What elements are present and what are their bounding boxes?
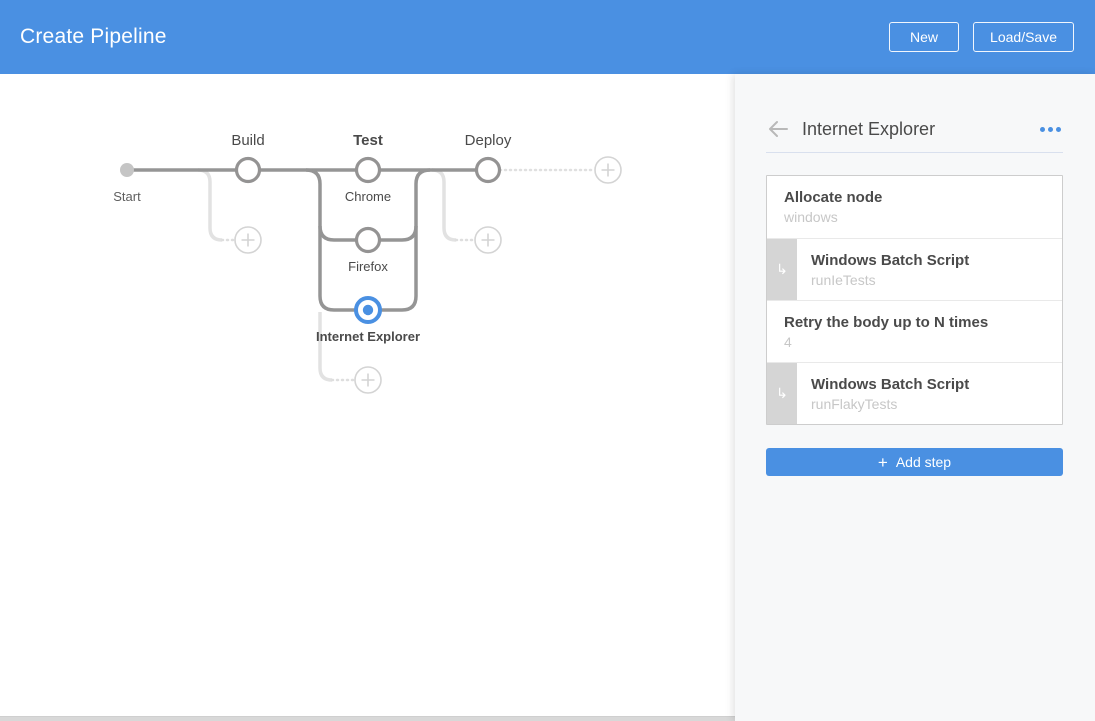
step-row-allocate-node[interactable]: Allocate node windows — [767, 176, 1062, 238]
steps-list: Allocate node windows ↳ Windows Batch Sc… — [766, 175, 1063, 425]
add-parallel-build-button[interactable] — [234, 226, 262, 254]
stage-label-build: Build — [231, 132, 264, 149]
pipeline-graph: Start Build Test Deploy Chrome Firefox I… — [113, 132, 622, 394]
step-title: Retry the body up to N times — [784, 314, 989, 331]
add-step-label: Add step — [895, 454, 952, 470]
connector-add-parallel-test — [318, 312, 333, 382]
connector-add-parallel-deploy — [431, 168, 457, 242]
horizontal-scrollbar[interactable] — [0, 716, 735, 721]
stage-node-build[interactable] — [234, 156, 262, 184]
stage-node-deploy[interactable] — [474, 156, 502, 184]
more-menu-icon — [1048, 126, 1053, 132]
load-save-button[interactable]: Load/Save — [973, 22, 1074, 52]
more-menu-button[interactable] — [1038, 118, 1063, 140]
plus-icon — [481, 233, 495, 247]
more-menu-icon — [1040, 126, 1045, 132]
stage-label-deploy: Deploy — [465, 132, 512, 149]
new-button[interactable]: New — [889, 22, 960, 52]
branch-node-chrome[interactable] — [354, 156, 382, 184]
add-parallel-deploy-button[interactable] — [474, 226, 502, 254]
plus-icon — [361, 373, 375, 387]
start-node — [120, 163, 134, 177]
plus-icon: + — [877, 452, 888, 472]
nested-arrow-icon: ↳ — [776, 385, 788, 401]
step-subtitle: windows — [784, 209, 838, 225]
branch-label-firefox: Firefox — [348, 259, 388, 274]
step-row-retry[interactable]: Retry the body up to N times 4 — [767, 300, 1062, 362]
plus-icon — [241, 233, 255, 247]
add-stage-button[interactable] — [594, 156, 622, 184]
add-parallel-test-button[interactable] — [354, 366, 382, 394]
branch-node-internet-explorer-selected[interactable] — [354, 296, 382, 324]
more-menu-icon — [1056, 126, 1061, 132]
step-subtitle: runFlakyTests — [811, 396, 898, 412]
step-title: Windows Batch Script — [811, 376, 970, 393]
branch-label-internet-explorer: Internet Explorer — [316, 329, 420, 344]
branch-label-chrome: Chrome — [345, 189, 391, 204]
step-row-windows-batch-script-1[interactable]: ↳ Windows Batch Script runIeTests — [767, 238, 1062, 300]
pipeline-editor-canvas: Start Build Test Deploy Chrome Firefox I… — [0, 74, 735, 721]
step-title: Allocate node — [784, 189, 883, 206]
start-label: Start — [113, 189, 141, 204]
back-button[interactable] — [766, 118, 790, 140]
panel-divider — [766, 152, 1063, 153]
panel-header: Internet Explorer — [766, 74, 1063, 152]
plus-icon — [601, 163, 615, 177]
connector-add-parallel-build — [197, 168, 223, 242]
stage-label-test: Test — [353, 132, 383, 149]
panel-title: Internet Explorer — [802, 119, 936, 139]
add-step-button[interactable]: + Add step — [766, 448, 1063, 476]
branch-detail-panel: Internet Explorer Allocate node windows … — [735, 74, 1095, 721]
header-actions: New Load/Save — [889, 22, 1074, 52]
app-header: Create Pipeline New Load/Save — [0, 0, 1095, 74]
step-title: Windows Batch Script — [811, 252, 970, 269]
nested-step-gutter: ↳ — [767, 363, 797, 424]
back-arrow-icon — [769, 121, 788, 137]
nested-step-gutter: ↳ — [767, 239, 797, 300]
page-title: Create Pipeline — [20, 25, 167, 48]
step-subtitle: runIeTests — [811, 272, 876, 288]
step-subtitle: 4 — [784, 334, 792, 350]
branch-node-firefox[interactable] — [354, 226, 382, 254]
nested-arrow-icon: ↳ — [776, 261, 788, 277]
selected-dot — [362, 304, 374, 316]
step-row-windows-batch-script-2[interactable]: ↳ Windows Batch Script runFlakyTests — [767, 362, 1062, 424]
